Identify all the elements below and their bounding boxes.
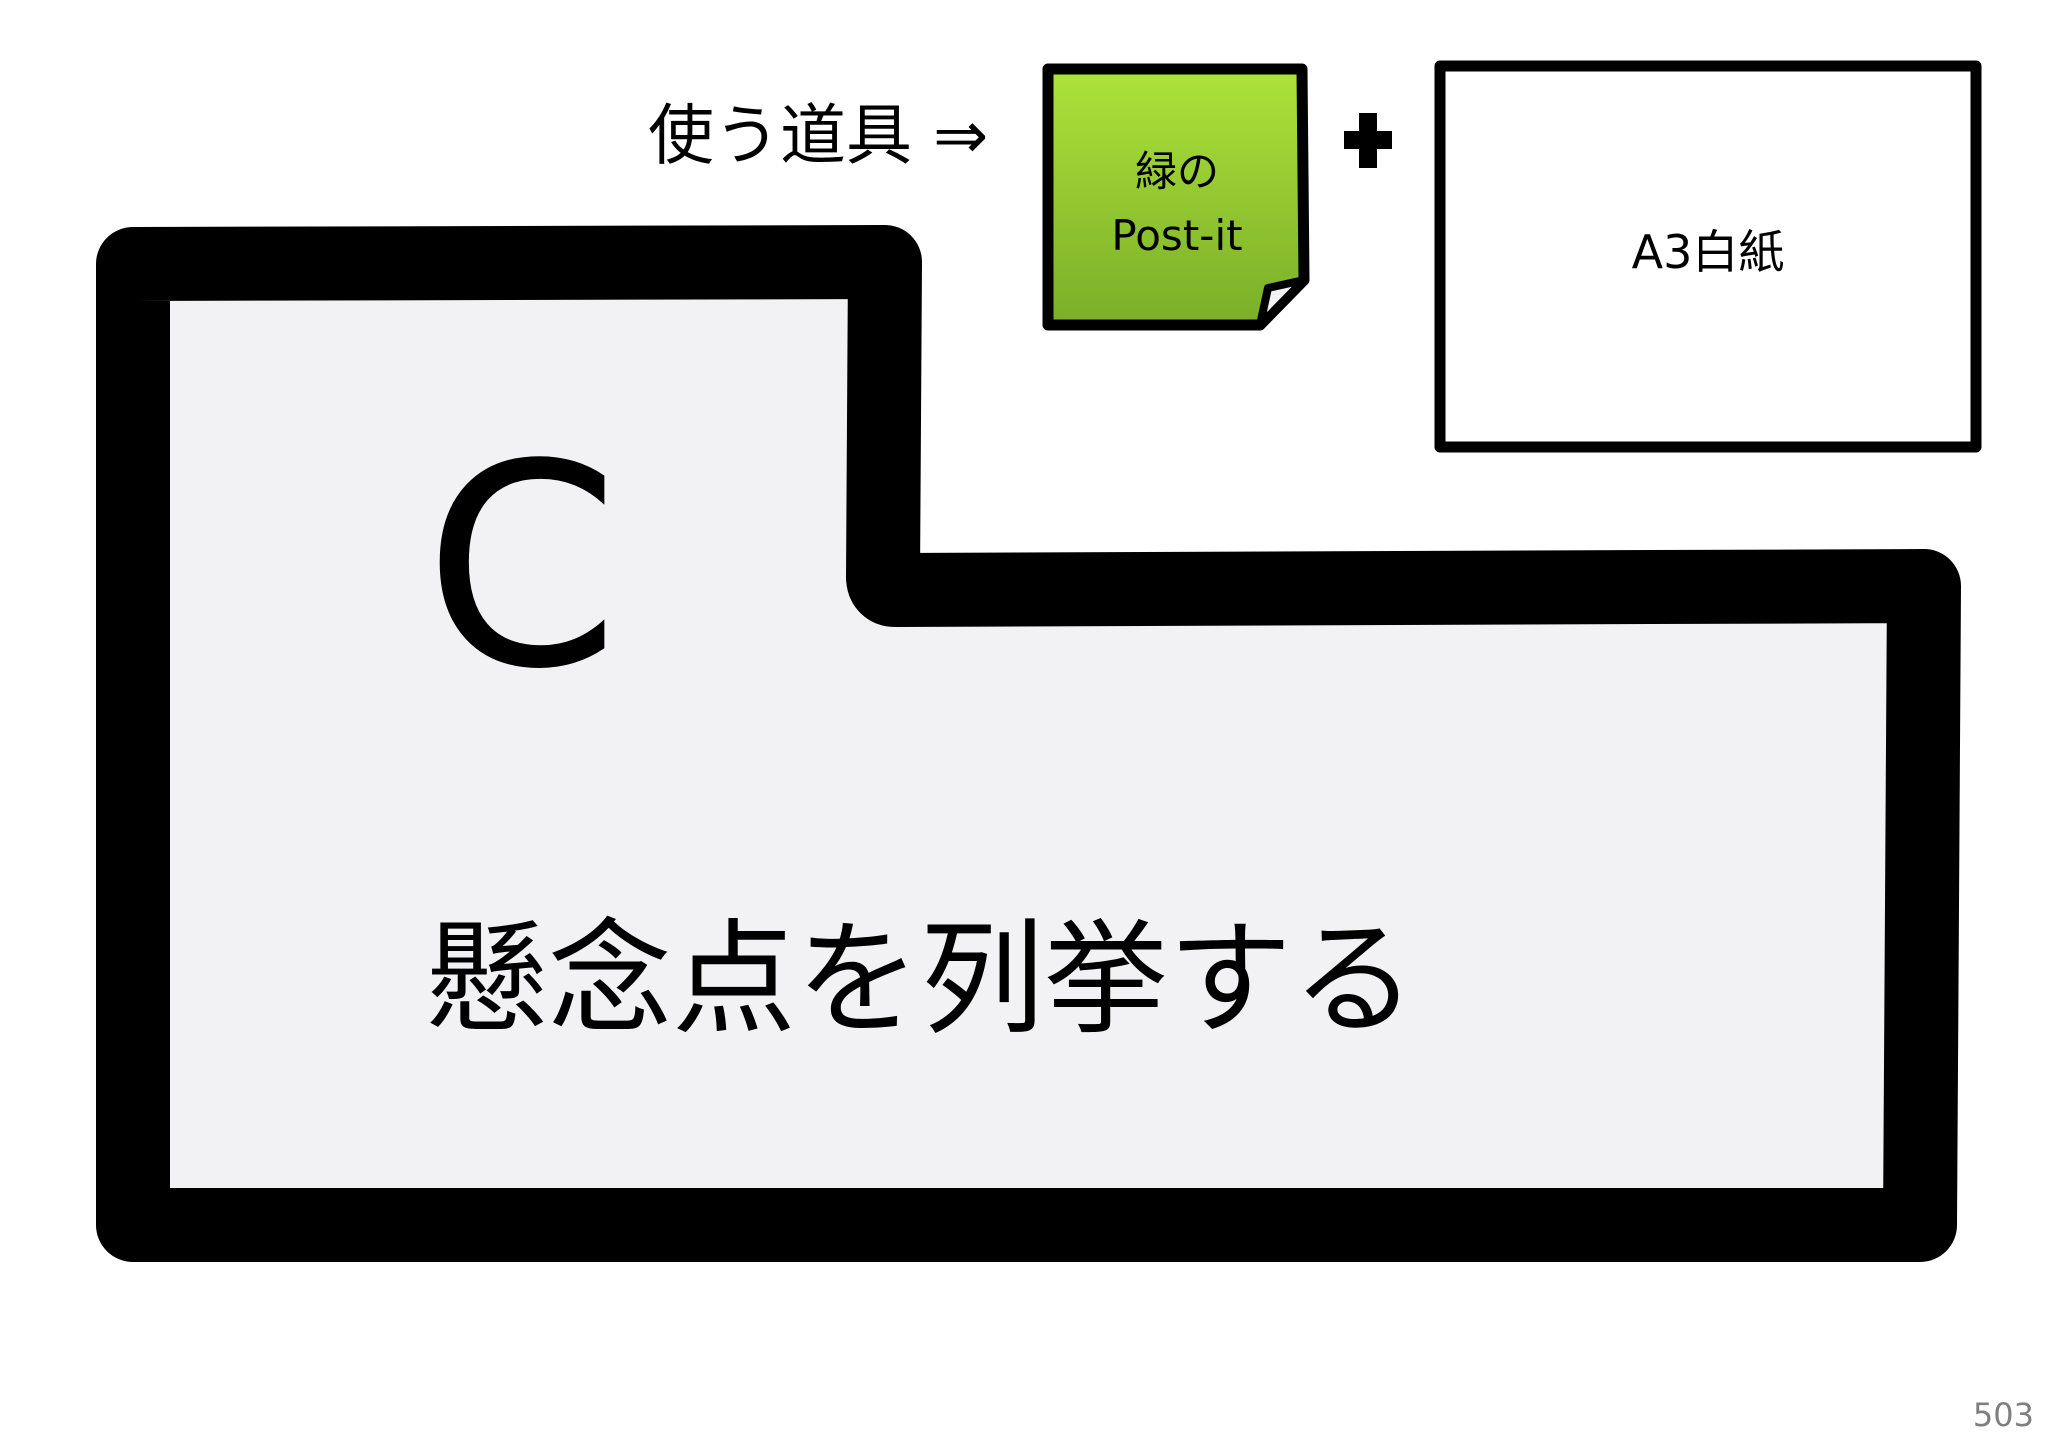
task-text: 懸念点を列挙する <box>424 908 1417 1052</box>
tools-label: 使う道具 ⇒ <box>648 97 989 174</box>
section-letter: C <box>424 405 620 731</box>
a3-paper-label: A3白紙 <box>1631 225 1785 279</box>
page-number: 503 <box>1972 1396 2034 1434</box>
a3-paper <box>1434 60 1982 453</box>
sticky-note-line1: 緑の <box>1134 147 1219 196</box>
sticky-note-label: 緑の Post-it <box>1052 140 1302 268</box>
plus-icon <box>1344 113 1392 168</box>
sticky-note-line2: Post-it <box>1111 211 1243 260</box>
sticky-note-curl <box>1256 276 1308 329</box>
section-c-frame <box>96 225 1961 1262</box>
